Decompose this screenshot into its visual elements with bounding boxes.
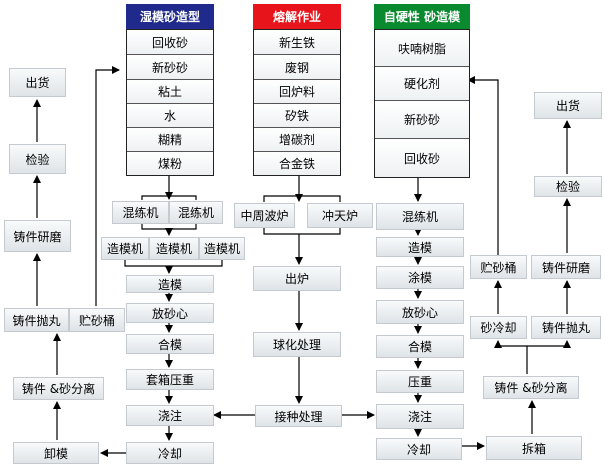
material-item: 新生铁 — [254, 30, 340, 54]
mold-closing-step-right: 合模 — [376, 335, 464, 358]
self-hardening-header: 自硬性 砂造模 — [374, 4, 470, 29]
bracket-mold-machines — [124, 259, 223, 267]
material-item: 回收砂 — [375, 138, 469, 177]
material-item: 呋喃树脂 — [375, 30, 469, 66]
material-item: 回收砂 — [127, 30, 213, 54]
melting-materials: 新生铁 废钢 回炉料 矽铁 增碳剂 合金铁 — [253, 29, 341, 176]
arrow-store-sand-to-new-sand — [95, 66, 120, 306]
shakeout-step: 拆箱 — [486, 436, 582, 460]
sand-bin-step-left: 贮砂桶 — [69, 308, 125, 332]
grind-step-right: 铸件研磨 — [531, 255, 601, 279]
material-item: 增碳剂 — [254, 127, 340, 151]
ship-step-right: 出货 — [534, 92, 602, 119]
coating-step: 涂模 — [376, 266, 464, 289]
mold-closing-step-left: 合模 — [126, 334, 214, 354]
inoculation-step: 接种处理 — [255, 405, 342, 427]
casting-sand-separation-left: 铸件 &砂分离 — [13, 377, 104, 400]
material-item: 硬化剂 — [375, 66, 469, 100]
material-item: 糊精 — [127, 127, 213, 151]
green-sand-header: 湿模砂造型 — [126, 4, 214, 29]
core-setting-step-left: 放砂心 — [126, 303, 214, 323]
mixer-right: 混练机 — [376, 203, 464, 230]
shot-blast-step-left: 铸件抛丸 — [4, 308, 69, 332]
molding-step-right: 造模 — [376, 237, 464, 257]
pouring-step-right: 浇注 — [376, 404, 464, 429]
shot-blast-step-right: 铸件抛丸 — [531, 316, 601, 339]
casting-sand-separation-right: 铸件 &砂分离 — [483, 376, 579, 399]
mold-machine-a: 造模机 — [101, 237, 149, 260]
mixer-a: 混练机 — [112, 201, 169, 224]
green-sand-materials: 回收砂 新砂砂 粘土 水 糊精 煤粉 — [126, 29, 214, 176]
bracket-furnaces — [263, 195, 341, 202]
material-item: 废钢 — [254, 54, 340, 79]
material-item: 煤粉 — [127, 151, 213, 175]
weighting-step-right: 压重 — [376, 370, 464, 393]
sand-cooling-step: 砂冷却 — [470, 316, 527, 339]
inspect-step-left: 检验 — [9, 144, 66, 174]
bracket-mixers — [141, 195, 197, 200]
cooling-step-right: 冷却 — [376, 438, 462, 460]
material-item: 回炉料 — [254, 79, 340, 103]
molding-step-left: 造模 — [126, 275, 214, 293]
material-item: 合金铁 — [254, 151, 340, 175]
medium-frequency-furnace: 中周波炉 — [234, 203, 295, 228]
melting-header: 熔解作业 — [253, 4, 341, 29]
core-setting-step-right: 放砂心 — [376, 300, 464, 324]
inspect-step-right: 检验 — [534, 176, 602, 197]
mixer-b: 混练机 — [169, 201, 223, 224]
pouring-step-left: 浇注 — [126, 405, 214, 426]
material-item: 新砂砂 — [127, 54, 213, 79]
unload-mold-step: 卸模 — [13, 442, 99, 464]
grind-step-left: 铸件研磨 — [4, 220, 71, 252]
ship-step-left: 出货 — [9, 68, 66, 97]
spheroidizing-step: 球化处理 — [253, 332, 341, 357]
tapping-step: 出炉 — [253, 266, 341, 291]
material-item: 粘土 — [127, 79, 213, 103]
material-item: 新砂砂 — [375, 100, 469, 138]
cupola-furnace: 冲天炉 — [307, 203, 373, 228]
cooling-step-left: 冷却 — [126, 442, 214, 464]
flask-weighting-step: 套箱压重 — [126, 369, 214, 390]
self-hardening-materials: 呋喃树脂 硬化剂 新砂砂 回收砂 — [374, 29, 470, 178]
sand-bin-step-right: 贮砂桶 — [470, 255, 527, 279]
arrow-store-sand-to-hardener — [467, 76, 499, 255]
material-item: 水 — [127, 103, 213, 127]
bracket-furnaces-bottom — [263, 227, 341, 235]
material-item: 矽铁 — [254, 103, 340, 127]
mold-machine-b: 造模机 — [149, 237, 199, 260]
mold-machine-c: 造模机 — [199, 237, 245, 260]
